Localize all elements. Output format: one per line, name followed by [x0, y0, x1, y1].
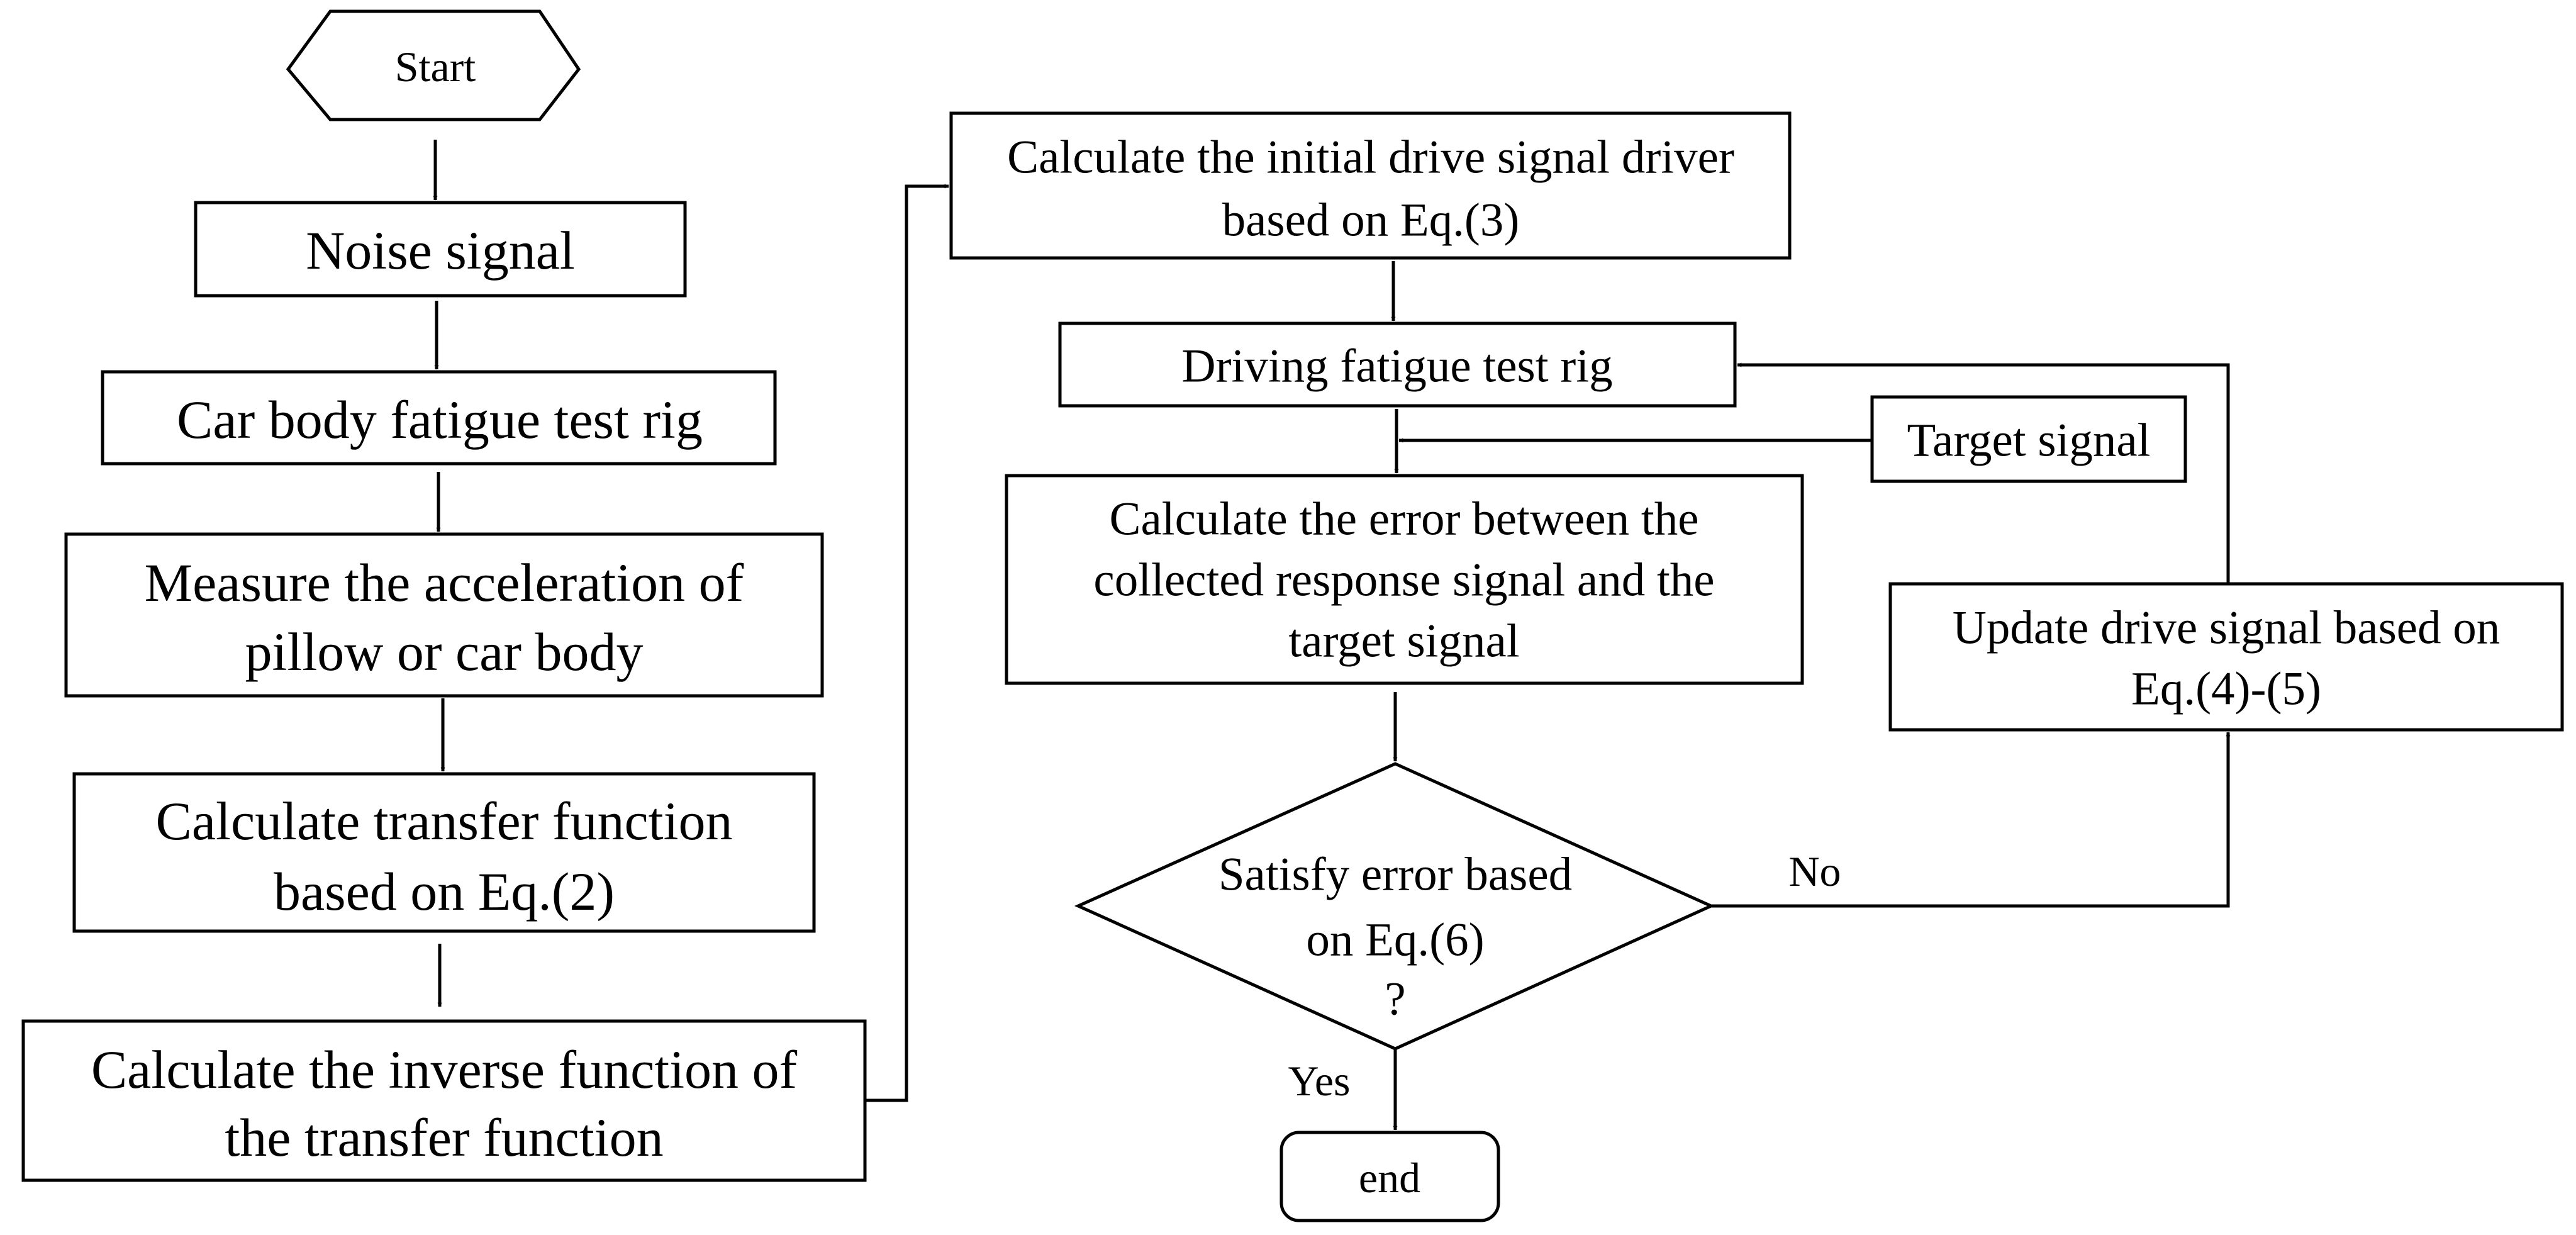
target-signal-node: Target signal: [1870, 395, 2187, 483]
car-body-rig-node: Car body fatigue test rig: [101, 370, 777, 466]
satisfy-error-decision: Satisfy error based on Eq.(6) ?: [1074, 762, 1715, 1051]
calc-error-node: Calculate the error between the collecte…: [1005, 474, 1804, 685]
start-label: Start: [395, 43, 476, 91]
arrow-inverse-to-initial-drive: [865, 184, 949, 1102]
calc-initial-drive-line-2: based on Eq.(3): [1222, 194, 1520, 247]
satisfy-error-line-2: on Eq.(6): [1306, 914, 1484, 966]
calc-error-line-1: Calculate the error between the: [1109, 493, 1698, 545]
arrow-update-to-driving-rig: [1737, 362, 2230, 584]
calc-inverse-line-2: the transfer function: [225, 1107, 663, 1168]
no-edge-label: No: [1788, 847, 1841, 895]
end-label: end: [1359, 1154, 1420, 1202]
calc-initial-drive-node: Calculate the initial drive signal drive…: [949, 111, 1792, 260]
noise-signal-node: Noise signal: [194, 201, 687, 298]
update-drive-node: Update drive signal based on Eq.(4)-(5): [1888, 582, 2564, 732]
calc-inverse-node: Calculate the inverse function of the tr…: [21, 1019, 867, 1182]
calc-transfer-node: Calculate transfer function based on Eq.…: [72, 772, 816, 933]
satisfy-error-line-3: ?: [1385, 973, 1405, 1025]
calc-error-line-2: collected response signal and the: [1093, 554, 1714, 606]
noise-signal-label: Noise signal: [306, 220, 575, 281]
calc-transfer-line-1: Calculate transfer function: [156, 791, 733, 851]
calc-initial-drive-line-1: Calculate the initial drive signal drive…: [1007, 131, 1734, 184]
calc-transfer-line-2: based on Eq.(2): [274, 861, 615, 922]
driving-rig-node: Driving fatigue test rig: [1058, 321, 1737, 408]
start-node: Start: [286, 9, 581, 121]
driving-rig-label: Driving fatigue test rig: [1181, 340, 1612, 393]
calc-inverse-line-1: Calculate the inverse function of: [91, 1039, 798, 1100]
calc-error-line-3: target signal: [1288, 615, 1519, 668]
arrow-decision-no-to-update: [1711, 732, 2231, 908]
target-signal-label: Target signal: [1907, 415, 2150, 467]
update-drive-line-2: Eq.(4)-(5): [2131, 663, 2321, 715]
yes-edge-label: Yes: [1288, 1057, 1351, 1105]
update-drive-line-1: Update drive signal based on: [1953, 602, 2501, 654]
measure-acceleration-node: Measure the acceleration of pillow or ca…: [64, 532, 824, 698]
satisfy-error-line-1: Satisfy error based: [1218, 849, 1572, 901]
end-node: end: [1280, 1131, 1500, 1222]
car-body-rig-label: Car body fatigue test rig: [177, 389, 703, 450]
measure-acceleration-line-1: Measure the acceleration of: [145, 552, 744, 613]
measure-acceleration-line-2: pillow or car body: [245, 622, 644, 682]
